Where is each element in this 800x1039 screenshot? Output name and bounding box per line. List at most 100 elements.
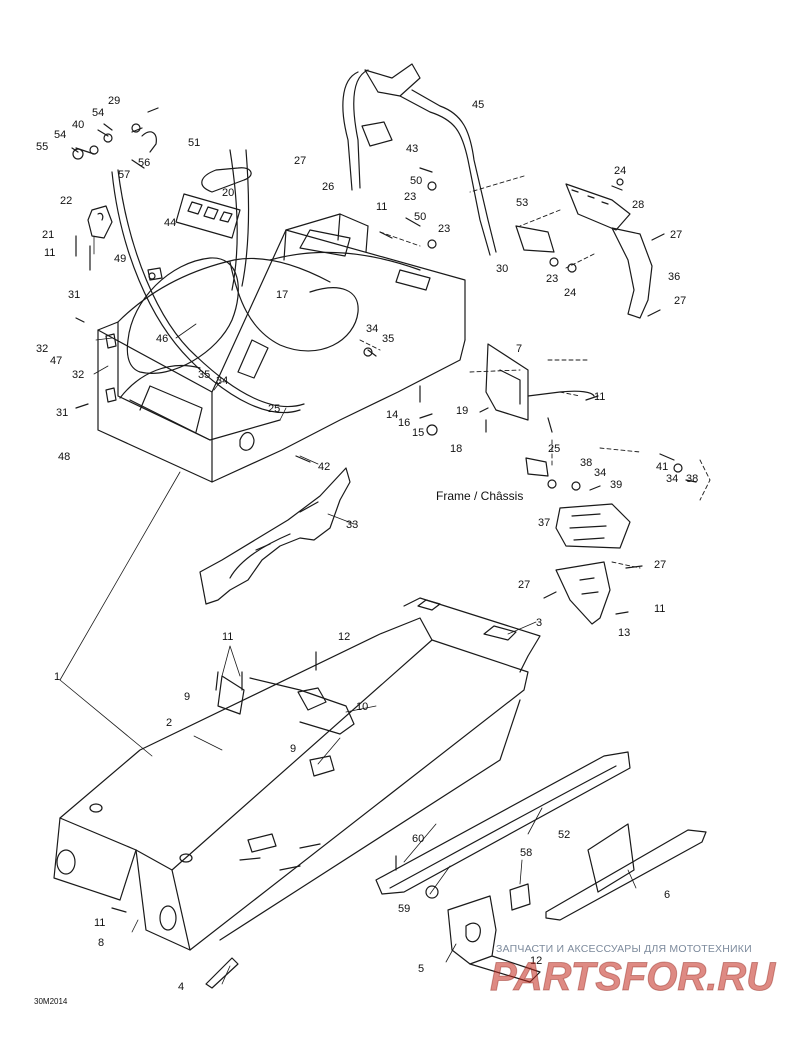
callout-label: 24 — [564, 287, 576, 299]
callout-label: 60 — [412, 833, 424, 845]
footrest-rail-52 — [375, 751, 631, 895]
callout-label: 42 — [318, 461, 330, 473]
callout-label: 38 — [580, 457, 592, 469]
callout-label: 34 — [666, 473, 678, 485]
callout-label: 19 — [456, 405, 468, 417]
callout-label: 55 — [36, 141, 48, 153]
callout-label: 30 — [496, 263, 508, 275]
upper-frame — [97, 213, 466, 483]
callout-label: 17 — [276, 289, 288, 301]
callout-label: 10 — [356, 701, 368, 713]
callout-label: 53 — [516, 197, 528, 209]
callout-label: 39 — [610, 479, 622, 491]
callout-label: 32 — [72, 369, 84, 381]
lower-tunnel-frame — [53, 597, 541, 989]
callout-label: 11 — [94, 917, 105, 929]
steering-cables — [111, 149, 305, 414]
callout-label: 34 — [366, 323, 378, 335]
callout-label: 34 — [594, 467, 606, 479]
callout-label: 35 — [382, 333, 394, 345]
callout-label: 14 — [386, 409, 398, 421]
callout-label: 28 — [632, 199, 644, 211]
callout-label: 45 — [472, 99, 484, 111]
callout-label: 25 — [268, 403, 280, 415]
callout-label: 35 — [198, 369, 210, 381]
callout-label: 3 — [536, 617, 542, 629]
callout-label: 2 — [166, 717, 172, 729]
callout-label: 44 — [164, 217, 176, 229]
footrest-assembly — [525, 457, 631, 625]
callout-label: 18 — [450, 443, 462, 455]
callout-label: 13 — [618, 627, 630, 639]
dashed-leaders — [359, 175, 711, 569]
washers — [72, 123, 683, 899]
callout-label: 23 — [546, 273, 558, 285]
callout-label: 33 — [346, 519, 358, 531]
callout-label: 37 — [538, 517, 550, 529]
callout-label: 52 — [558, 829, 570, 841]
callout-label: 25 — [548, 443, 560, 455]
callout-label: 11 — [376, 201, 387, 213]
callout-label: 26 — [322, 181, 334, 193]
brackets-58-5 — [447, 883, 541, 983]
callout-label: 20 — [222, 187, 234, 199]
callout-label: 11 — [44, 247, 55, 259]
callout-label: 22 — [60, 195, 72, 207]
callout-label: 54 — [92, 107, 104, 119]
callout-label: 58 — [520, 847, 532, 859]
callout-label: 40 — [72, 119, 84, 131]
callout-label: 11 — [222, 631, 233, 643]
callout-label: 54 — [54, 129, 66, 141]
callout-label: 29 — [108, 95, 120, 107]
callout-label: 16 — [398, 417, 410, 429]
document-code: 30M2014 — [34, 997, 68, 1006]
callout-label: 11 — [594, 391, 605, 403]
callout-label: 32 — [36, 343, 48, 355]
callout-label: 5 — [418, 963, 424, 975]
callout-label: 49 — [114, 253, 126, 265]
callout-label: 38 — [686, 473, 698, 485]
callout-label: 51 — [188, 137, 200, 149]
callout-labels: 29 54 40 54 55 56 57 51 27 20 26 22 21 1… — [36, 95, 698, 993]
callout-label: 41 — [656, 461, 668, 473]
callout-label: 11 — [654, 603, 665, 615]
upper-left-brackets — [75, 131, 241, 281]
callout-label: 36 — [668, 271, 680, 283]
callout-label: 1 — [54, 671, 60, 683]
callout-label: 6 — [664, 889, 670, 901]
callout-label: 27 — [670, 229, 682, 241]
callout-label: 50 — [414, 211, 426, 223]
watermark-tagline: ЗАПЧАСТИ И АКСЕССУАРЫ ДЛЯ МОТОТЕХНИКИ — [496, 943, 752, 955]
watermark-logo: PARTSFOR.RU — [490, 955, 776, 999]
callout-label: 31 — [56, 407, 68, 419]
callout-label: 56 — [138, 157, 150, 169]
callout-label: 31 — [68, 289, 80, 301]
callout-leaders — [59, 235, 637, 985]
steering-support-bar — [342, 63, 497, 256]
callout-label: 27 — [654, 559, 666, 571]
callout-label: 15 — [412, 427, 424, 439]
callout-label: 21 — [42, 229, 54, 241]
callout-label: 27 — [294, 155, 306, 167]
callout-label: 46 — [156, 333, 168, 345]
callout-label: 12 — [338, 631, 350, 643]
callout-label: 7 — [516, 343, 522, 355]
callout-label: 23 — [404, 191, 416, 203]
callout-label: 4 — [178, 981, 184, 993]
running-board-6 — [545, 823, 707, 921]
callout-label: 9 — [184, 691, 190, 703]
callout-label: 57 — [118, 169, 130, 181]
callout-label: 23 — [438, 223, 450, 235]
callout-label: 48 — [58, 451, 70, 463]
callout-label: 59 — [398, 903, 410, 915]
callout-label: 50 — [410, 175, 422, 187]
frame-rail-33 — [199, 467, 351, 605]
right-brackets — [419, 183, 653, 433]
diagram-caption: Frame / Châssis — [436, 489, 523, 503]
callout-label: 9 — [290, 743, 296, 755]
callout-label: 27 — [674, 295, 686, 307]
callout-label: 24 — [614, 165, 626, 177]
callout-label: 43 — [406, 143, 418, 155]
